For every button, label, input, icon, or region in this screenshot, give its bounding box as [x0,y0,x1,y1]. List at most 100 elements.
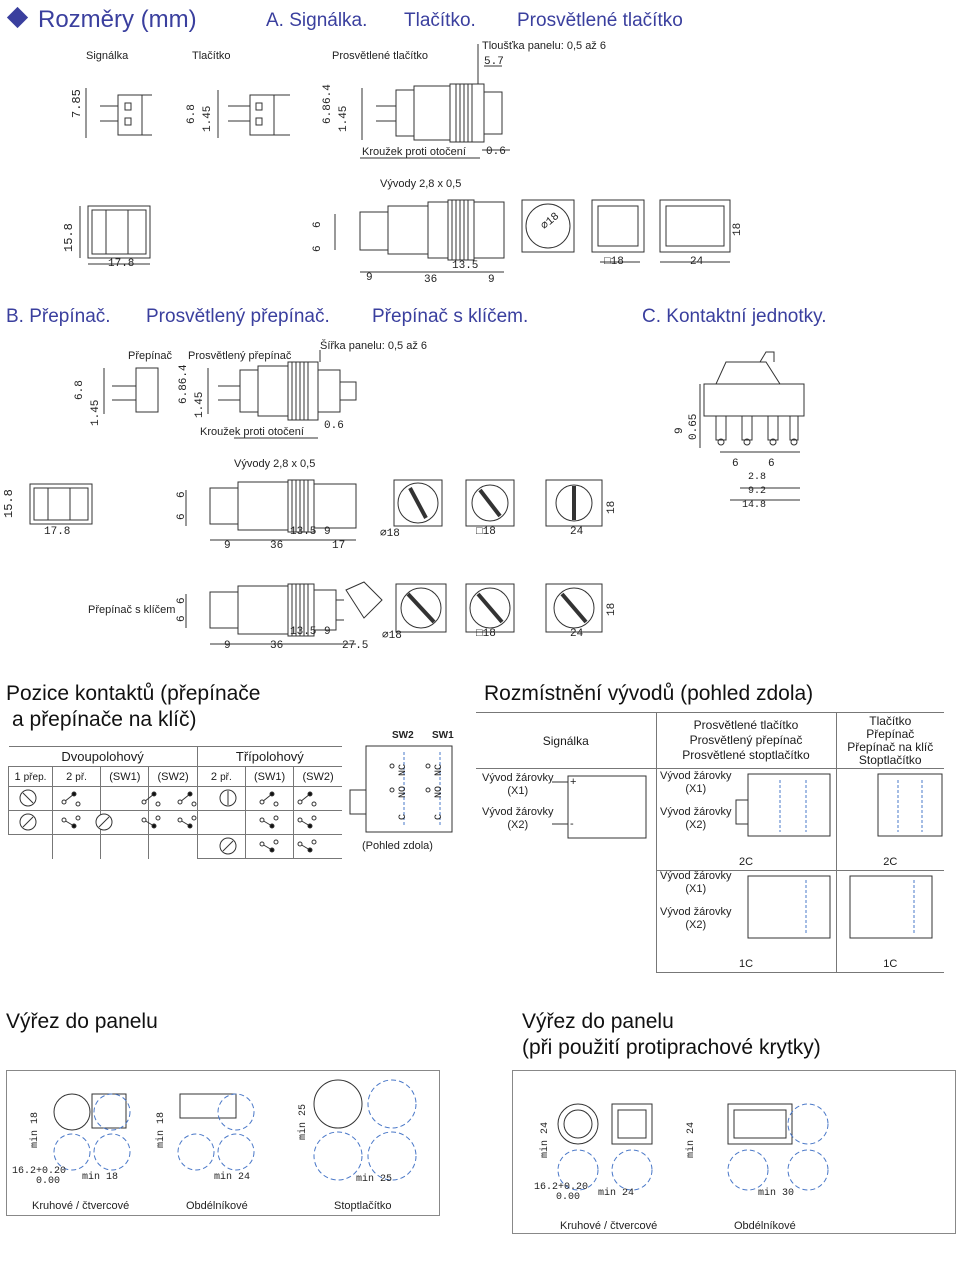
cut-min25-a: min 25 [298,1103,309,1140]
dim-17-8a: 17.8 [108,258,135,270]
cut-tol-a: 16.2+0.20 [12,1166,67,1177]
cut-min18-c: min 18 [82,1172,119,1183]
cut-tol-b: 16.2+0.20 [534,1182,589,1193]
dim-key-13-5: 13.5 [290,626,317,638]
contacts-title-line2: a přepínače na klíč) [12,708,197,731]
lamp-x1-prosv: Vývod žárovky(X1) [660,770,732,795]
dim-key-36: 36 [270,640,284,652]
lamp-x2-prosv: Vývod žárovky(X2) [660,806,732,831]
label-1c-b: 1C [835,956,944,973]
lamp-x2-prosv-1c: Vývod žárovky(X2) [660,906,732,931]
section-a-side-drawing [85,44,510,159]
lamp-x1-prosv-1c: Vývod žárovky(X1) [660,870,732,895]
label-key-switch: Přepínač s klíčem [88,604,176,616]
col-prosvetlene: Prosvětlené tlačítko Prosvětlený přepína… [655,712,837,769]
dim-key-phi-18: ⌀18 [382,630,402,642]
dim-9-left: 9 [366,272,373,284]
cut-min18-a: min 18 [30,1111,41,1148]
section-b-title-2: Prosvětlený přepínač. [146,306,330,327]
cut-min24-d: min 24 [598,1188,635,1199]
cut-min18-b: min 18 [156,1111,167,1148]
label-terminals-b: Vývody 2,8 x 0,5 [234,458,316,470]
label-anti-rotation-b: Kroužek proti otočení [200,426,304,438]
cutout-title-right-1: Výřez do panelu [522,1010,674,1033]
contacts-title-line1: Pozice kontaktů (přepínače [6,682,261,705]
label-panel-thickness: Tloušťka panelu: 0,5 až 6 [482,40,606,52]
label-signalka: Signálka [86,50,129,62]
terminal-layout-drawing [552,773,943,939]
section-b-title: B. Přepínač. [6,306,111,327]
dim-b-9b: 9 [324,526,331,538]
dim-b-17-8: 17.8 [44,526,71,538]
label-terminals-a: Vývody 2,8 x 0,5 [380,178,462,190]
label-sw2: SW2 [392,730,414,741]
dim-b-sq-18: □18 [476,526,496,538]
cutout-title-right-2: (při použití protiprachové krytky) [522,1036,821,1059]
dim-c-6b: 6 [768,458,775,470]
cut-min24-b: min 24 [540,1121,551,1158]
label-bottom-view: (Pohled zdola) [362,840,433,852]
label-tlacitko: Tlačítko [192,50,231,62]
cutout-panel-right [512,1070,956,1234]
sig-plus: + [570,776,577,788]
dim-key-24: 24 [570,628,584,640]
dim-9-right: 9 [488,274,495,286]
section-b-key-drawing [185,581,603,645]
cutout-title-left: Výřez do panelu [6,1010,158,1033]
page-title: Rozměry (mm) [38,6,197,33]
dim-b-phi-18: ⌀18 [380,528,400,540]
lamp-x1-signalka: Vývod žárovky(X1) [482,772,554,797]
cut-min25-b: min 25 [356,1174,393,1185]
cap-obdelnikove: Obdélníkové [186,1200,248,1212]
dim-sq-18: □18 [604,256,624,268]
cap-kruhove: Kruhové / čtvercové [32,1200,130,1212]
header-a-signalka: A. Signálka. [266,10,368,31]
cap-stop: Stoptlačítko [334,1200,392,1212]
layout-title: Rozmístnění vývodů (pohled zdola) [484,682,814,705]
dim-0-6a: 0.6 [486,146,506,158]
header-a-tlacitko: Tlačítko. [404,10,476,31]
lamp-x2-signalka: Vývod žárovky(X2) [482,806,554,831]
dim-36: 36 [424,274,438,286]
col-dvoupolohovy: Dvoupolohový [8,746,198,767]
label-panel-width: Šířka panelu: 0,5 až 6 [320,340,428,352]
col-tlacitko: Tlačítko Přepínač Přepínač na klíč Stopt… [835,712,944,769]
dim-b-17: 17 [332,540,346,552]
label-1c-a: 1C [655,956,837,973]
cut-tol-a2: 0.00 [36,1176,61,1187]
sw-schematic [349,745,453,833]
cut-tol-b2: 0.00 [556,1192,581,1203]
dim-b-24: 24 [570,526,584,538]
dim-5-7: 5.7 [484,56,504,68]
dim-c-14-8: 14.8 [742,500,767,511]
cut-min30: min 30 [758,1188,795,1199]
dim-key-27-5: 27.5 [342,640,369,652]
section-b-title-3: Přepínač s klíčem. [372,306,529,327]
dim-b-9: 9 [224,540,231,552]
cap-kruhove-2: Kruhové / čtvercové [560,1220,658,1232]
cap-obdelnikove-2: Obdélníkové [734,1220,796,1232]
sig-minus: - [570,818,574,830]
header-a-prosvetlene: Prosvětlené tlačítko [517,10,683,31]
h3-sw2: (SW2) [293,766,342,787]
dim-c-9-2: 9.2 [748,486,767,497]
section-a-front-drawing [79,199,731,273]
h3-sw1: (SW1) [244,766,295,787]
contact-positions-table: Dvoupolohový Třípolohový 1 přep. 2 př. (… [8,746,342,859]
dim-b-0-6: 0.6 [324,420,344,432]
dim-13-5: 13.5 [452,260,479,272]
dim-b-36: 36 [270,540,284,552]
label-prosvetlene: Prosvětlené tlačítko [332,50,428,62]
section-b-side-drawing [103,350,805,501]
dim-key-9: 9 [224,640,231,652]
dim-24: 24 [690,256,704,268]
label-prosvetleny-prepinac: Prosvětlený přepínač [188,350,292,362]
label-anti-rotation-a: Kroužek proti otočení [362,146,466,158]
contact-positions-symbols [19,789,317,855]
dim-key-sq-18: □18 [476,628,496,640]
label-prepinac: Přepínač [128,350,173,362]
dim-c-2-8: 2.8 [748,472,767,483]
section-b-front-drawing [29,479,603,541]
cut-min24-c: min 24 [686,1121,697,1158]
